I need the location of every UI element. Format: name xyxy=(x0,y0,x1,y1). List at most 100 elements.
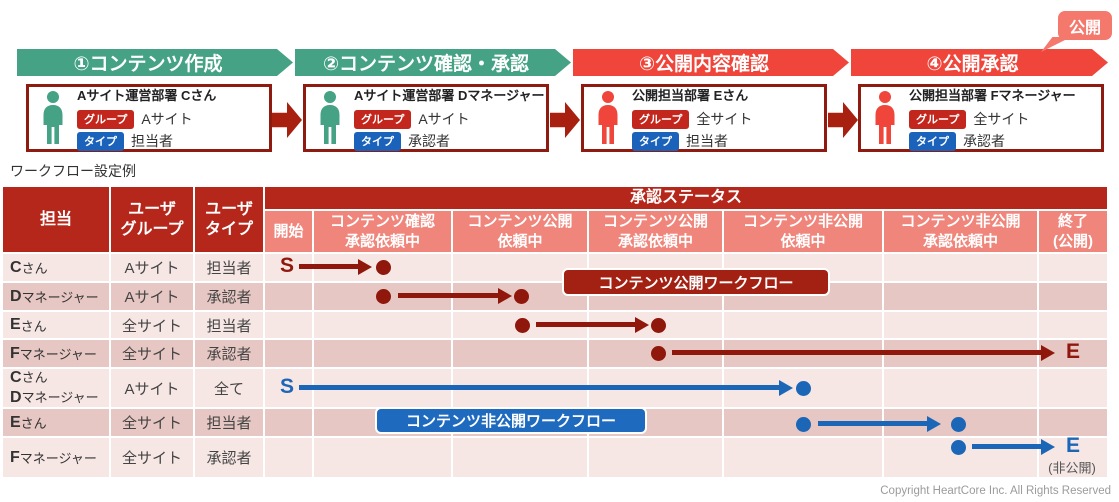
group-row: グループ全サイト xyxy=(909,109,1076,129)
row-7-type: 承認者 xyxy=(195,438,263,477)
status-cell xyxy=(589,312,722,338)
name-suffix: マネージャー xyxy=(19,347,97,362)
name-suffix: マネージャー xyxy=(21,390,99,405)
status-col-publish-request: コンテンツ公開 依頼中 xyxy=(453,211,587,252)
step-box-2: Aサイト運営部署 Dマネージャー グループ Aサイト タイプ承認者 xyxy=(303,84,549,152)
name-suffix: さん xyxy=(21,370,48,385)
status-cell xyxy=(1039,283,1107,310)
status-cell xyxy=(589,340,722,367)
group-badge: グループ xyxy=(77,109,135,129)
status-cell xyxy=(1039,409,1107,436)
step-arrow-icon xyxy=(272,102,302,138)
banner-step-4: ④公開承認 xyxy=(851,49,1108,76)
status-cell xyxy=(453,369,587,407)
status-cell xyxy=(453,438,587,477)
status-cell xyxy=(453,283,587,310)
status-cell xyxy=(1039,312,1107,338)
status-cell xyxy=(265,409,312,436)
type-row: タイプ承認者 xyxy=(354,131,542,151)
name-initial: E xyxy=(10,316,21,333)
status-cell xyxy=(314,340,451,367)
step-1-title: Aサイト運営部署 Cさん xyxy=(77,88,217,103)
name-suffix: さん xyxy=(21,261,48,276)
status-cell xyxy=(589,438,722,477)
header-tanto: 担当 xyxy=(3,187,109,252)
status-cell xyxy=(884,283,1037,310)
type-badge: タイプ xyxy=(909,131,956,151)
row-4-type: 承認者 xyxy=(195,340,263,367)
section-label: ワークフロー設定例 xyxy=(10,163,136,179)
group-value: 全サイト xyxy=(696,111,753,127)
step-2-title: Aサイト運営部署 Dマネージャー xyxy=(354,88,545,103)
type-badge: タイプ xyxy=(77,131,124,151)
person-icon xyxy=(315,90,345,146)
status-cell xyxy=(265,340,312,367)
name-line: Cさん xyxy=(10,368,48,388)
row-4-group: 全サイト xyxy=(111,340,193,367)
type-row: タイプ担当者 xyxy=(77,131,216,151)
step-arrow-icon xyxy=(550,102,580,138)
name-suffix: マネージャー xyxy=(21,290,99,305)
status-cell xyxy=(453,254,587,281)
status-cell xyxy=(265,254,312,281)
status-cell xyxy=(453,409,587,436)
status-cell xyxy=(724,312,882,338)
type-value: 承認者 xyxy=(963,133,1005,149)
row-6-type: 担当者 xyxy=(195,409,263,436)
status-cell xyxy=(724,254,882,281)
type-row: タイプ承認者 xyxy=(909,131,1076,151)
row-1-group: Aサイト xyxy=(111,254,193,281)
row-2-type: 承認者 xyxy=(195,283,263,310)
status-cell xyxy=(589,254,722,281)
banner-step-1: ①コンテンツ作成 xyxy=(17,49,293,76)
person-icon xyxy=(870,90,900,146)
row-6-group: 全サイト xyxy=(111,409,193,436)
status-cell xyxy=(1039,438,1107,477)
row-2-group: Aサイト xyxy=(111,283,193,310)
status-cell xyxy=(884,254,1037,281)
row-1-type: 担当者 xyxy=(195,254,263,281)
type-value: 承認者 xyxy=(408,133,450,149)
name-suffix: さん xyxy=(20,416,47,431)
group-badge: グループ xyxy=(354,109,412,129)
status-cell xyxy=(724,340,882,367)
row-5-type: 全て xyxy=(195,369,263,407)
status-col-unpublish-request: コンテンツ非公開 依頼中 xyxy=(724,211,882,252)
type-badge: タイプ xyxy=(354,131,401,151)
banner-step-3-label: ③公開内容確認 xyxy=(638,54,770,75)
name-initial: F xyxy=(10,448,20,466)
type-value: 担当者 xyxy=(686,133,728,149)
status-col-confirm-approval: コンテンツ確認 承認依頼中 xyxy=(314,211,451,252)
row-3-group: 全サイト xyxy=(111,312,193,338)
type-badge: タイプ xyxy=(632,131,679,151)
status-cell xyxy=(265,369,312,407)
step-box-4: 公開担当部署 Fマネージャー グループ全サイト タイプ承認者 xyxy=(858,84,1104,152)
name-initial: C xyxy=(10,258,22,276)
status-cell xyxy=(314,409,451,436)
header-approval-status: 承認ステータス xyxy=(265,187,1107,209)
status-cell xyxy=(314,438,451,477)
row-3-type: 担当者 xyxy=(195,312,263,338)
copyright-text: Copyright HeartCore Inc. All Rights Rese… xyxy=(880,485,1111,497)
status-cell xyxy=(724,438,882,477)
status-cell xyxy=(884,438,1037,477)
step-info: 公開担当部署 Fマネージャー グループ全サイト タイプ承認者 xyxy=(909,85,1076,151)
status-cell xyxy=(1039,369,1107,407)
status-cell xyxy=(884,340,1037,367)
status-cell xyxy=(884,312,1037,338)
name-initial: D xyxy=(10,389,22,406)
status-cell xyxy=(453,340,587,367)
name-initial: F xyxy=(10,344,20,362)
status-cell xyxy=(314,254,451,281)
group-value: Aサイト xyxy=(418,111,470,127)
status-cell xyxy=(724,283,882,310)
person-icon xyxy=(38,90,68,146)
status-col-unpublish-approval: コンテンツ非公開 承認依頼中 xyxy=(884,211,1037,252)
header-user-group: ユーザ グループ xyxy=(111,187,193,252)
